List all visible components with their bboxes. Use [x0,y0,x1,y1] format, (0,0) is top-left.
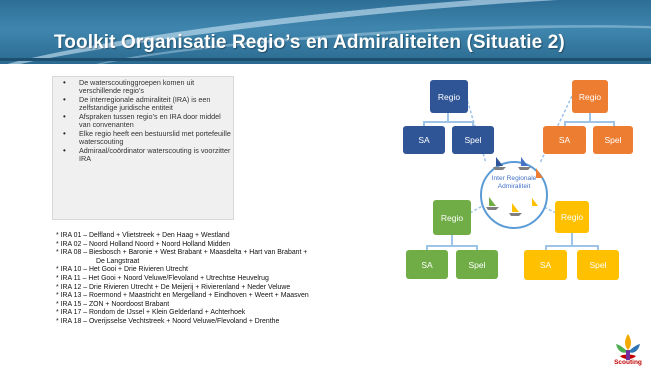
sailboat-icon [509,203,522,216]
ira-list-item: * IRA 17 – Rondom de IJssel + Klein Geld… [56,309,246,317]
spel-box-blue: Spel [452,126,494,154]
scouting-lily-icon [616,334,640,360]
slide-header [0,0,651,64]
regio-box-green: Regio [433,200,471,235]
spel-box-green: Spel [456,250,498,279]
slide-title: Toolkit Organisatie Regio’s en Admiralit… [54,32,565,53]
sa-box-green: SA [406,250,448,279]
inter-regionale-admiraliteit-label: Inter Regionale Admiraliteit [491,175,537,190]
spel-box-orange: Spel [593,126,633,154]
note-item: Elke regio heeft een bestuurslid met por… [63,129,233,146]
header-divider [0,58,651,61]
scouting-logo-text: Scouting [614,359,642,366]
ira-list-item: * IRA 01 – Delfland + Vlietstreek + Den … [56,232,230,239]
sailboat-icon [532,198,538,206]
sa-box-blue: SA [403,126,445,154]
note-item: Afspraken tussen regio’s en IRA door mid… [63,112,233,129]
ira-list-item: * IRA 02 – Noord Holland Noord + Noord H… [56,240,231,248]
regio-box-orange: Regio [572,80,608,113]
ira-list-item: * IRA 13 – Roermond + Maastricht en Merg… [56,292,309,300]
ira-list-item: * IRA 10 – Het Gooi + Drie Rivieren Utre… [56,266,188,274]
sa-box-yellow: SA [524,250,567,280]
sa-box-orange: SA [543,126,586,154]
ira-list-item: * IRA 11 – Het Gooi + Noord Veluwe/Flevo… [56,274,269,282]
sailboat-icon [486,197,499,210]
ira-list-item: * IRA 12 – Drie Rivieren Utrecht + De Me… [56,283,291,291]
ira-list-item: * IRA 18 – Overijsselse Vechtstreek + No… [56,317,280,325]
sailboat-icon [493,157,506,170]
notes-panel: De waterscoutinggroepen komen uit versch… [52,76,234,220]
note-item: Admiraal/coördinator waterscouting is vo… [63,146,233,163]
ira-list-item: * IRA 08 – Biesbosch + Baronie + West Br… [56,249,308,257]
regio-box-yellow: Regio [555,201,589,233]
note-item: De waterscoutinggroepen komen uit versch… [63,78,233,95]
ira-list-item: * IRA 15 – ZON + Noordoost Brabant [56,300,170,308]
regio-box-blue: Regio [430,80,468,113]
sailboat-icon [536,168,543,178]
ira-list-item: De Langstraat [96,257,140,265]
ira-list: * IRA 01 – Delfland + Vlietstreek + Den … [56,232,396,327]
note-item: De interregionale admiraliteit (IRA) is … [63,95,233,112]
spel-box-yellow: Spel [577,250,619,280]
sailboat-icon [518,157,531,170]
